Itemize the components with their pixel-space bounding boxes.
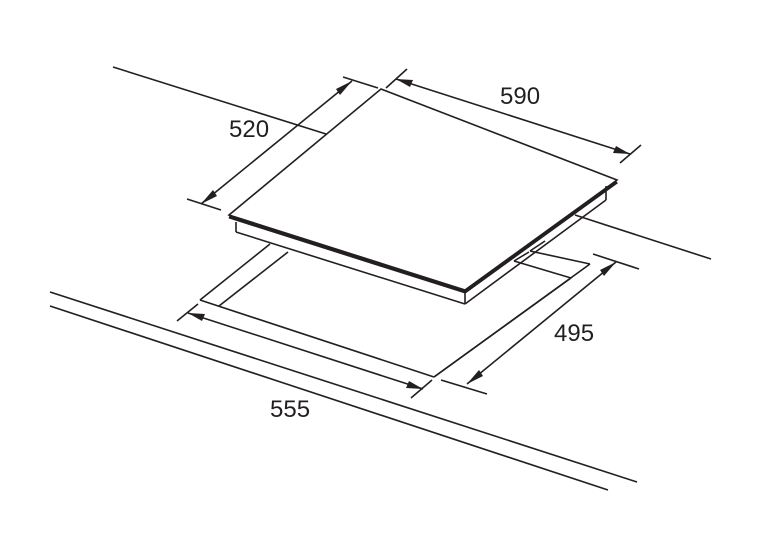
countertop-back-edge [112, 66, 712, 260]
countertop-cutout [199, 240, 591, 378]
label-cutout-depth: 495 [554, 320, 594, 347]
dimension-hob-depth [186, 76, 379, 211]
hob-body [235, 186, 607, 305]
label-cutout-width: 555 [270, 396, 310, 423]
dimension-cutout-depth [440, 253, 640, 395]
label-hob-width: 590 [500, 83, 540, 110]
label-hob-depth: 520 [229, 116, 269, 143]
countertop-front-edge [49, 291, 638, 491]
dimension-cutout-width [176, 303, 433, 399]
dimension-hob-width [385, 68, 642, 164]
hob-glass-top [227, 88, 619, 294]
